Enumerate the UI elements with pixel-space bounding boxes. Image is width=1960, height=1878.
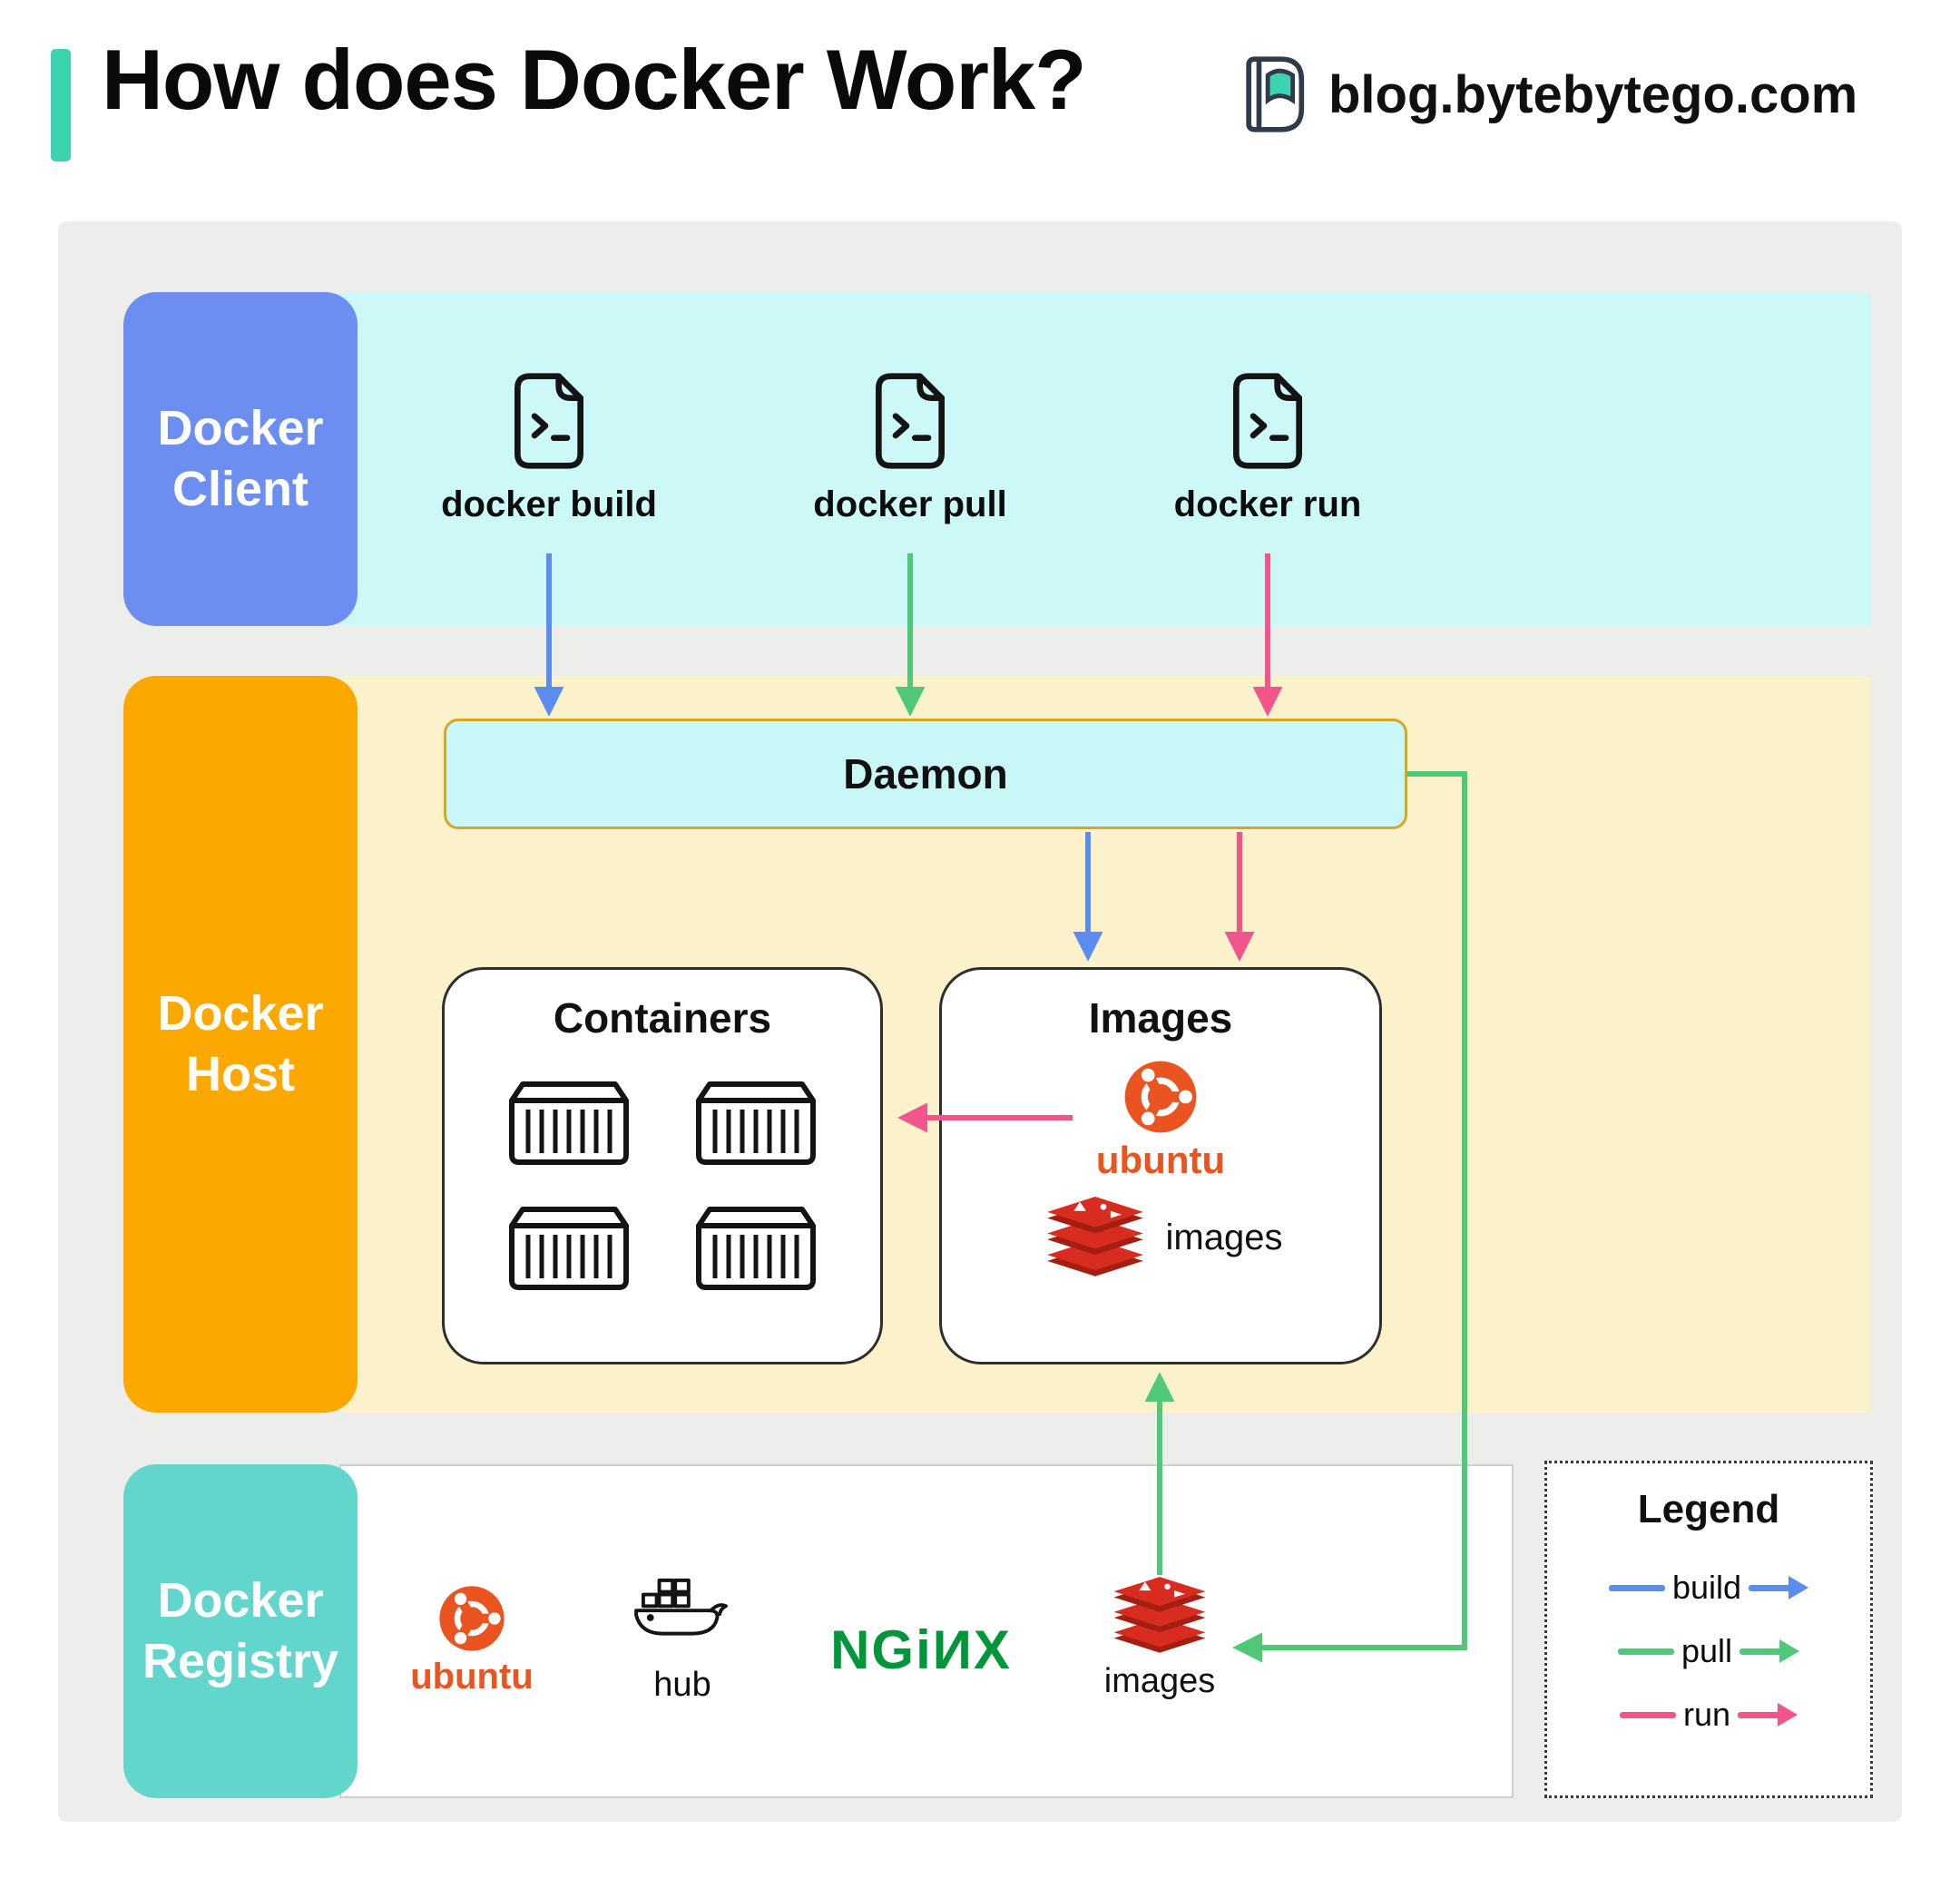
legend-line — [1619, 1711, 1676, 1718]
docker-host-label: Docker Host — [123, 676, 358, 1413]
containers-grid — [501, 1073, 824, 1293]
bytebytego-logo-icon — [1234, 56, 1310, 132]
legend-arrowhead-icon — [1788, 1576, 1809, 1599]
redis-stack-icon — [1046, 1197, 1143, 1276]
images-label: images — [1165, 1217, 1283, 1257]
images-title: Images — [1088, 994, 1233, 1042]
legend-arrowhead-icon — [1779, 1639, 1800, 1663]
daemon-box: Daemon — [444, 719, 1407, 829]
legend-row-build: build — [1547, 1556, 1870, 1619]
redis-stack-icon — [1113, 1577, 1206, 1653]
brand: blog.bytebytego.com — [1234, 56, 1857, 132]
registry-nginx: NGiИX — [785, 1619, 1057, 1681]
images-label: images — [1103, 1662, 1216, 1700]
script-file-icon — [505, 370, 593, 472]
containers-title: Containers — [553, 994, 772, 1042]
ubuntu-label: ubuntu — [1095, 1139, 1226, 1181]
docker-build-command: docker build — [404, 370, 694, 525]
legend-line — [1749, 1584, 1793, 1591]
ubuntu-label: ubuntu — [410, 1657, 534, 1697]
site-url: blog.bytebytego.com — [1328, 64, 1858, 124]
legend-row-pull: pull — [1547, 1619, 1870, 1683]
legend-line — [1738, 1711, 1782, 1718]
container-icon — [501, 1198, 637, 1293]
legend-label: run — [1682, 1696, 1731, 1733]
legend-label: build — [1671, 1569, 1742, 1606]
ubuntu-image: ubuntu — [1096, 1059, 1225, 1182]
legend-rows: build pull run — [1547, 1556, 1870, 1746]
title-accent-bar — [51, 49, 71, 161]
containers-box: Containers — [442, 967, 883, 1364]
registry-docker-hub: hub — [614, 1575, 750, 1705]
page-title: How does Docker Work? — [102, 32, 1087, 127]
docker-run-command: docker run — [1122, 370, 1413, 525]
docker-registry-label: Docker Registry — [123, 1464, 358, 1798]
ubuntu-logo-icon — [1122, 1059, 1199, 1135]
legend-row-run: run — [1547, 1683, 1870, 1746]
legend-box: Legend build pull run — [1544, 1461, 1873, 1798]
images-box: Images ubuntu images — [939, 967, 1382, 1364]
command-label-run: docker run — [1173, 484, 1362, 524]
script-file-icon — [1224, 370, 1311, 472]
legend-line — [1617, 1648, 1674, 1655]
legend-label: pull — [1681, 1632, 1733, 1669]
diagram-canvas: Docker Client Docker Host Docker Registr… — [58, 221, 1902, 1822]
nginx-logo-text: NGiИX — [830, 1619, 1012, 1680]
legend-title: Legend — [1637, 1487, 1780, 1531]
docker-client-panel — [339, 292, 1871, 626]
container-icon — [688, 1198, 824, 1293]
command-label-pull: docker pull — [813, 484, 1007, 524]
ubuntu-logo-icon — [437, 1584, 506, 1653]
redis-image: images — [1039, 1197, 1283, 1278]
container-icon — [688, 1073, 824, 1168]
hub-label: hub — [653, 1666, 711, 1704]
registry-ubuntu: ubuntu — [404, 1584, 540, 1697]
command-label-build: docker build — [441, 484, 657, 524]
legend-line — [1608, 1584, 1665, 1591]
registry-images: images — [1087, 1577, 1232, 1701]
legend-arrowhead-icon — [1778, 1703, 1798, 1726]
docker-pull-command: docker pull — [765, 370, 1055, 525]
docker-whale-icon — [634, 1578, 728, 1636]
legend-line — [1740, 1648, 1784, 1655]
docker-client-label: Docker Client — [123, 292, 358, 626]
script-file-icon — [867, 370, 954, 472]
container-icon — [501, 1073, 637, 1168]
